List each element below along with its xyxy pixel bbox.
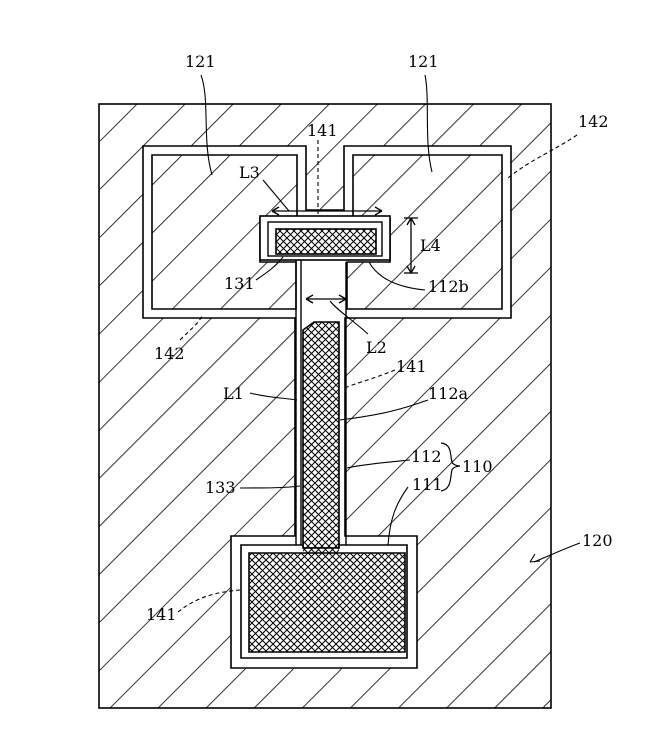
pad-111	[240, 544, 408, 659]
label-111: 111	[412, 475, 443, 494]
reference-labels: 121 121 142 141 L3 L4 131 112b 142 L2 14…	[146, 52, 613, 624]
neck-channel	[295, 260, 347, 545]
label-131: 131	[224, 274, 255, 293]
label-L4: L4	[420, 236, 441, 255]
label-142-right: 142	[578, 112, 609, 131]
label-112b: 112b	[428, 277, 469, 296]
label-141-bottom: 141	[146, 605, 177, 624]
brace-110	[440, 442, 461, 492]
leader-lines	[177, 74, 581, 613]
dimension-arrows	[271, 206, 418, 304]
label-133: 133	[205, 478, 236, 497]
label-120: 120	[582, 531, 613, 550]
electrode-112b	[259, 215, 391, 261]
label-121-right: 121	[408, 52, 439, 71]
label-141-mid: 141	[396, 357, 427, 376]
label-110: 110	[462, 457, 493, 476]
label-112a: 112a	[428, 384, 469, 403]
label-L1: L1	[223, 384, 244, 403]
label-141-top: 141	[307, 121, 338, 140]
label-121-left: 121	[185, 52, 216, 71]
label-112: 112	[411, 447, 442, 466]
label-142-left: 142	[154, 344, 185, 363]
trace-112a	[302, 321, 340, 549]
label-L2: L2	[366, 338, 387, 357]
label-L3: L3	[239, 163, 260, 182]
pads-121	[151, 154, 503, 310]
